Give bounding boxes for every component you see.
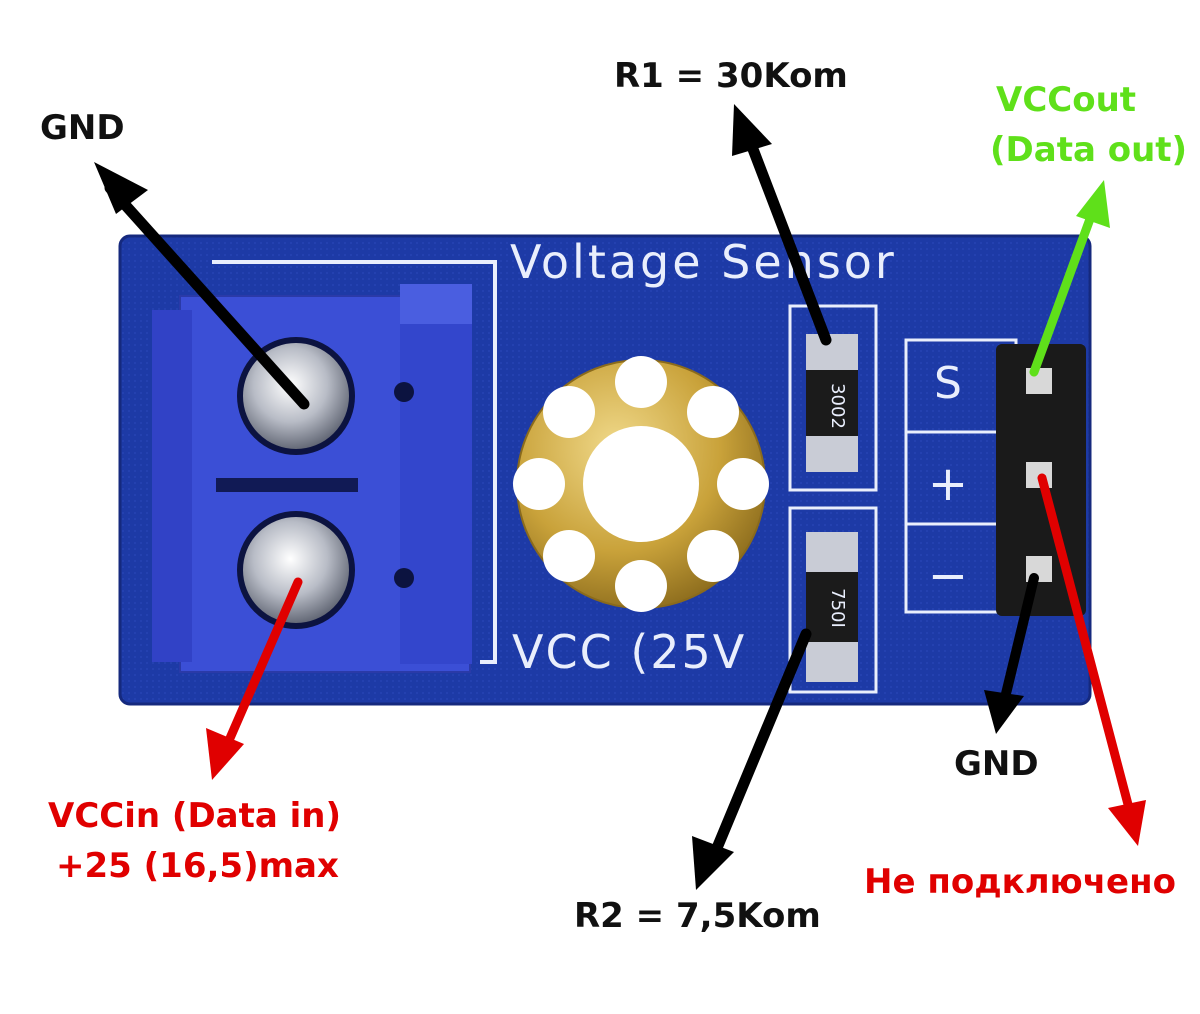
screw-terminal-block bbox=[152, 284, 472, 673]
arrow-vccout bbox=[1029, 203, 1099, 377]
vcc-marking: VCC (25V bbox=[512, 625, 746, 679]
arrow-vccin-head bbox=[206, 728, 244, 780]
arrow-gnd-right-head bbox=[984, 690, 1024, 734]
arrow-not-connected bbox=[1037, 473, 1135, 817]
board-title: Voltage Sensor bbox=[510, 235, 897, 289]
mounting-hole bbox=[513, 356, 769, 612]
label-gnd-left: GND bbox=[40, 108, 125, 148]
pin-label-minus: − bbox=[928, 548, 968, 604]
arrow-r1-head bbox=[732, 104, 772, 156]
arrow-vccout-head bbox=[1076, 180, 1110, 228]
label-r1: R1 = 30Kom bbox=[614, 56, 848, 96]
arrow-not-connected-head bbox=[1108, 800, 1146, 846]
label-gnd-right: GND bbox=[954, 744, 1039, 784]
arrow-gnd-left bbox=[104, 182, 310, 410]
label-vccout-line2: (Data out) bbox=[990, 130, 1188, 170]
r2-code: 750I bbox=[827, 588, 848, 628]
terminal-silk-outline bbox=[212, 260, 497, 664]
label-vccin-line1: VCCin (Data in) bbox=[48, 796, 342, 836]
label-r2: R2 = 7,5Kom bbox=[574, 896, 821, 936]
arrow-gnd-right bbox=[999, 573, 1039, 707]
arrows bbox=[94, 104, 1146, 890]
label-vccin-line2: +25 (16,5)max bbox=[56, 846, 339, 886]
arrow-vccin bbox=[219, 577, 303, 757]
screw-bottom-icon bbox=[237, 511, 355, 629]
arrow-r2-head bbox=[692, 836, 734, 890]
resistor-r1: 3002 bbox=[788, 304, 878, 492]
r1-code: 3002 bbox=[827, 383, 848, 429]
arrow-gnd-left-head bbox=[94, 162, 148, 214]
arrow-r1 bbox=[742, 130, 832, 346]
arrow-r2 bbox=[706, 628, 812, 866]
pin-label-s: S bbox=[934, 358, 962, 409]
pin-label-plus: + bbox=[928, 456, 968, 512]
resistor-r2: 750I bbox=[788, 506, 878, 694]
label-not-connected: Не подключено bbox=[864, 862, 1176, 902]
label-vccout-line1: VCCout bbox=[996, 80, 1137, 120]
